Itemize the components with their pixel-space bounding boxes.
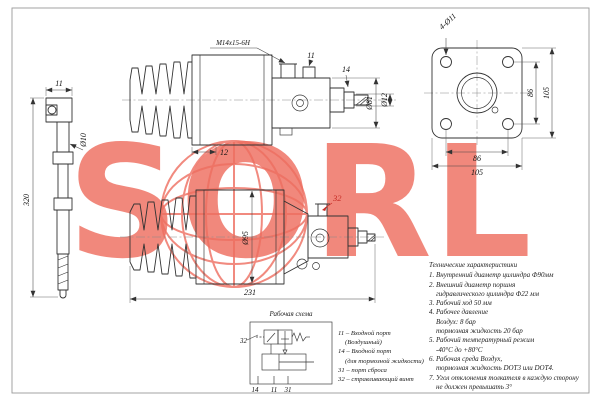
spec-line: 5. Рабочий температурный режим: [429, 336, 535, 345]
sorl-watermark: SORL: [67, 112, 533, 293]
dia-12-label: Ø12: [380, 93, 389, 108]
pushrod-side-view: 11 Ø10 320: [22, 79, 88, 299]
dim-86-v-label: 86: [526, 89, 535, 97]
spec-line: тормозная жидкость 20 бар: [436, 327, 523, 336]
holes-label: 4-Ø11: [437, 12, 458, 32]
booster-top-view: M14x15-6H 11 14 Ø81 Ø12 12: [122, 39, 396, 157]
port-legend: 11 – Входной порт (Воздушный) 14 – Входн…: [338, 329, 434, 384]
port-11-label: 11: [307, 51, 314, 60]
spec-line: 7. Угол отклонения толкателя в каждую ст…: [429, 373, 579, 382]
bleed-32-label: 32: [332, 193, 342, 203]
dia-81-label: Ø81: [365, 96, 374, 111]
spec-line: не должен превышать 3°: [436, 382, 512, 391]
legend-line: 31 – порт сброса: [338, 366, 387, 374]
clevis-pin: [47, 105, 57, 115]
globe-logo-icon: [160, 140, 308, 288]
schema-14-label: 14: [252, 386, 260, 394]
dim-320-label: 320: [22, 194, 31, 207]
schema-11-label: 11: [271, 386, 277, 394]
watermark-text: SORL: [67, 112, 533, 293]
hydraulic-port: [280, 63, 296, 79]
legend-line: (для тормозной жидкости): [345, 357, 424, 365]
spec-line: Воздух: 8 бар: [436, 317, 476, 326]
thread-label: M14x15-6H: [215, 39, 251, 47]
bellows-boot: [129, 195, 196, 231]
border-frame: [11, 7, 590, 394]
dim-11-label: 11: [55, 79, 62, 88]
schema-31-label: 31: [284, 386, 292, 394]
spec-line: 6. Рабочая среда Воздух,: [429, 354, 503, 363]
legend-line: (Воздушный): [345, 339, 382, 347]
center-bore: [456, 72, 498, 114]
spec-line: 3. Рабочий ход 50 мм: [429, 299, 492, 308]
red-leader-arrow: [322, 206, 327, 211]
bolt-hole: [502, 56, 514, 68]
air-port: [302, 66, 316, 79]
spec-line: тормозная жидкость DOT3 или DOT4.: [436, 364, 554, 373]
spec-line: гидравлического цилиндра Ф22 мм: [436, 289, 539, 298]
dia-95-label: Ø95: [241, 231, 250, 246]
legend-line: 32 – стравливающий винт: [338, 376, 414, 384]
spec-line: 2. Внешний диаметр поршня: [429, 280, 516, 289]
legend-line: 14 – Входной порт: [338, 348, 392, 356]
schema-box: [249, 321, 333, 385]
dim-105-h-label: 105: [471, 168, 483, 177]
port-14-label: 14: [342, 65, 350, 74]
schema-title: Рабочая схема: [269, 310, 313, 318]
legend-line: 11 – Входной порт: [338, 330, 391, 337]
working-schema: 32 14 11 31: [239, 321, 333, 394]
dim-231-label: 231: [244, 288, 256, 297]
dim-12-label: 12: [220, 148, 228, 157]
dia-10-label: Ø10: [79, 133, 88, 148]
dim-105-v-label: 105: [542, 87, 551, 99]
technical-specs: Технические характеристики 1. Внутренний…: [429, 261, 591, 392]
spec-line: -40°С до +80°С: [436, 345, 483, 354]
booster-main-view: Ø95 32 231: [120, 189, 384, 303]
specs-title: Технические характеристики: [429, 261, 518, 269]
bolt-hole: [440, 56, 452, 68]
spec-line: 1. Внутренний диаметр цилиндра Ф90мм: [429, 271, 554, 280]
bellows-boot: [129, 61, 192, 95]
cone-housing: [283, 200, 309, 275]
flange-plate: [431, 47, 523, 139]
schema-32-label: 32: [239, 337, 248, 345]
spec-line: 4. Рабочее давление: [429, 308, 489, 317]
dim-86-h-label: 86: [473, 154, 481, 163]
